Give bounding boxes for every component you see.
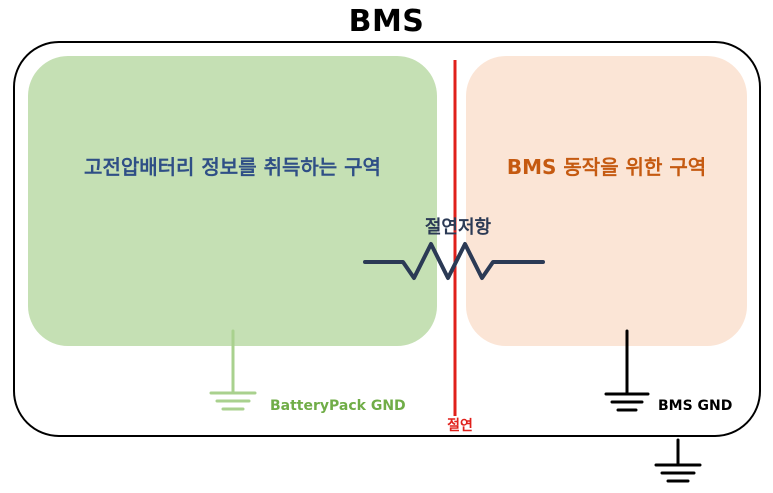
bms-ground-icon [604, 329, 650, 412]
batterypack-gnd-label: BatteryPack GND [270, 398, 406, 414]
insulation-resistance-label: 절연저항 [424, 217, 492, 238]
bms-enclosure [13, 41, 761, 437]
bms-gnd-label: BMS GND [658, 398, 733, 414]
insulation-label: 절연 [447, 418, 473, 434]
diagram-title: BMS [348, 4, 425, 39]
battery-info-zone-label: 고전압배터리 정보를 취득하는 구역 [84, 155, 381, 179]
bms-operation-zone [466, 56, 747, 346]
battery-ground-icon [209, 329, 257, 411]
chassis-ground-icon [654, 438, 702, 483]
bms-operation-zone-label: BMS 동작을 위한 구역 [506, 155, 707, 179]
resistor-icon [363, 242, 545, 280]
battery-info-zone [28, 56, 437, 346]
